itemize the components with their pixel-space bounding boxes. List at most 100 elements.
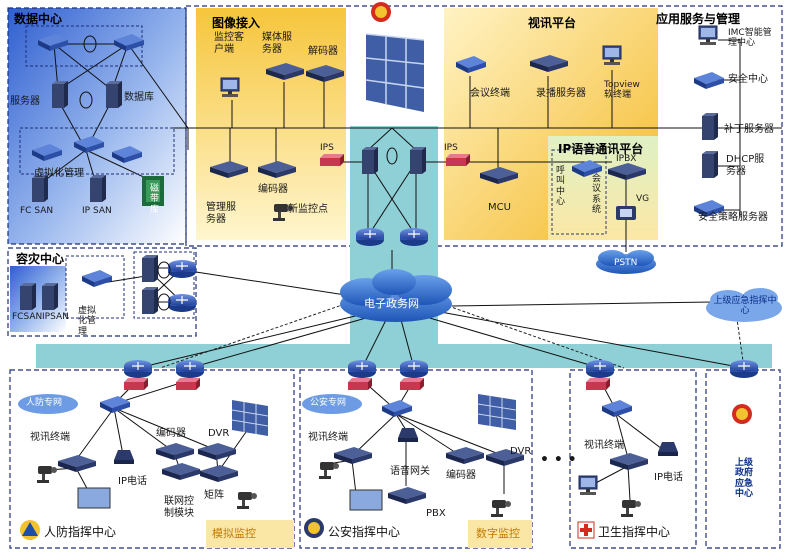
tape-label: 磁带库 [150,184,160,215]
civil-air-dvr-icon [198,443,236,460]
police-badge [304,518,324,538]
civil-air-matrix-label: 矩阵 [204,490,224,501]
civil-air-logo [20,520,40,540]
health-ip-phone-label: IP电话 [654,472,683,483]
health-video-terminal-icon [610,453,648,470]
ip-san-icon [90,175,106,202]
video-platform-title: 视讯平台 [528,16,577,30]
civil-air-matrix-icon [200,465,238,482]
ips-firewall-right [446,154,470,166]
civil-air-linkage-label: 联网控制模块 [164,496,194,519]
ip-voice-panel [548,136,658,240]
civil-air-video-terminal-label: 视讯终端 [30,432,70,443]
policy-label: 安全策略服务器 [698,212,768,223]
conf-terminal-label: 会议终端 [470,88,510,99]
topview-label: Topview软终端 [604,80,640,101]
core-router-left [355,227,385,247]
conf-system-label: 会议系统 [592,174,602,216]
ip-voice-title: IP语音通讯平台 [558,142,644,156]
health-title: 卫生指挥中心 [598,525,671,539]
server-icon [52,81,68,108]
server-label: 服务器 [10,96,40,107]
mcu-label: MCU [488,202,511,213]
civil-air-panel [9,369,295,549]
monitor-client-label: 监控客户端 [214,32,244,55]
ps-pbx-label: PBX [426,508,446,519]
civil-air-ip-phone-icon [114,450,134,464]
ps-digital-label: 数字监控 [476,527,520,540]
dhcp-server-icon [702,151,718,178]
ps-title: 公安指挥中心 [328,525,401,539]
egov-label: 电子政务网 [364,297,419,310]
superior-label: 上级应急指挥中心 [713,296,777,317]
new-monitor-label: 新监控点 [288,204,328,215]
data-center-title: 数据中心 [14,12,63,26]
civil-air-video-terminal-icon [58,455,96,472]
backup-center-title: 容灾中心 [16,252,65,266]
ps-net-label: 公安专网 [310,398,347,408]
security-center-icon [694,72,724,89]
civil-air-router-2 [175,359,205,379]
ps-voice-gw-label: 语音网关 [390,466,430,477]
civil-air-net-cloud [18,394,78,414]
video-wall-icon [365,33,425,112]
ip-san-label: IP SAN [82,206,112,216]
ips-left-label: IPS [320,143,334,153]
encoder-label: 编码器 [258,184,288,195]
civil-air-dvr-label: DVR [208,428,230,439]
fc-san-label: FC SAN [20,206,54,216]
call-center-label: 呼叫中心 [556,166,566,208]
backup-ip-san-label: IPSAN [42,312,69,322]
image-access-title: 图像接入 [212,16,261,30]
patch-server-icon [702,113,718,140]
ps-video-terminal-icon [334,447,372,464]
civil-air-router-1 [123,359,153,379]
civil-air-title: 人防指挥中心 [44,525,117,539]
civil-air-linkage-icon [162,463,200,480]
superior-cloud [706,288,782,322]
core-switch-left [362,147,378,174]
health-switch [602,400,632,417]
gov-center-title: 上级政府应急中心 [734,458,753,500]
ps-switch [382,400,412,417]
ips-right-label: IPS [444,143,458,153]
media-server-label: 媒体服务器 [262,32,292,55]
public-security-router-1 [347,359,377,379]
health-video-terminal-label: 视讯终端 [584,440,624,451]
image-access-panel [196,8,346,240]
imc-icon [698,25,718,46]
civil-air-video-wall [231,400,269,436]
patch-label: 补丁服务器 [724,124,774,135]
ps-pbx-icon [388,487,426,504]
mgmt-server-label: 管理服务器 [206,202,236,225]
backup-ip-san-icon [42,283,58,310]
national-emblem-gov [732,404,752,424]
gov-router [729,359,759,379]
pstn-cloud [596,250,656,274]
ps-net-cloud [302,394,362,414]
civil-air-encoder-icon [156,443,194,460]
dhcp-label: DHCP服务器 [726,154,765,177]
topview-terminal-icon [602,45,622,66]
health-router [585,359,615,379]
decoder-label: 解码器 [308,46,338,57]
ips-firewall-left [320,154,344,166]
backup-fc-san-icon [20,283,36,310]
ps-encoder-label: 编码器 [446,470,476,481]
ipbx-label: IPBX [616,154,637,164]
security-label: 安全中心 [728,74,768,85]
vg-label: VG [636,194,650,204]
monitor-client-icon [220,77,240,98]
egov-cloud [340,269,452,322]
pstn-label: PSTN [614,258,638,268]
civil-air-analog-label: 模拟监控 [212,527,256,540]
core-switch-right [410,147,426,174]
national-emblem-top [371,2,391,22]
backup-fc-san-label: FCSAN [12,312,43,322]
public-security-router-2 [399,359,429,379]
health-ip-phone-icon [658,442,678,456]
civil-air-switch [100,396,130,413]
civil-air-encoder-label: 编码器 [156,428,186,439]
civil-air-net-label: 人防专网 [26,398,63,408]
